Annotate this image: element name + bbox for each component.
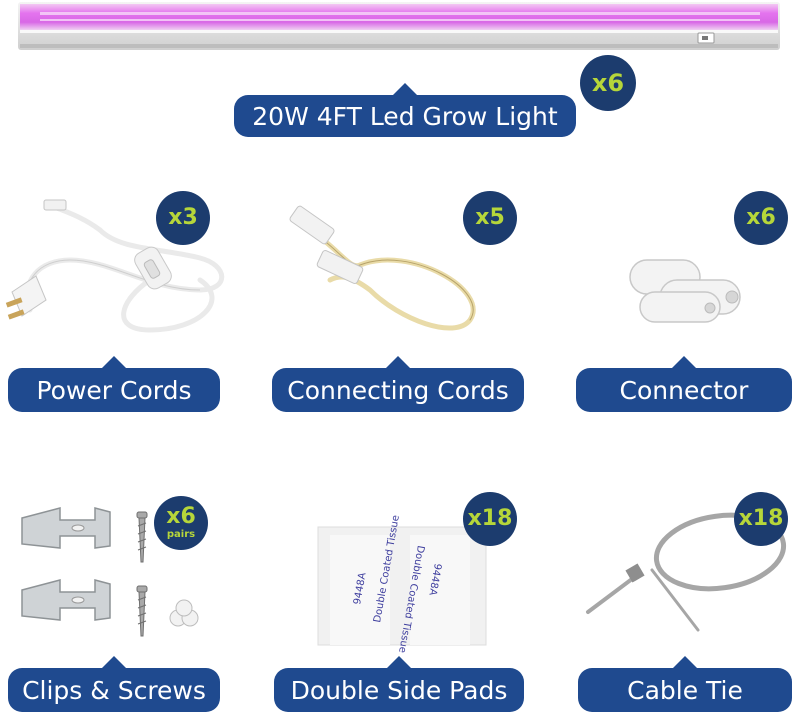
connector-image: [629, 259, 741, 323]
main-product-qty-badge: x6: [580, 55, 636, 111]
main-product-qty: x6: [591, 69, 625, 97]
connecting-cords-label-text: Connecting Cords: [287, 375, 509, 405]
connector-qty-badge: x6: [734, 191, 788, 245]
connecting-cords-qty-badge: x5: [463, 191, 517, 245]
connecting-cord-image: [289, 205, 476, 331]
connecting-cords-label: Connecting Cords: [272, 356, 524, 412]
main-product-label-text: 20W 4FT Led Grow Light: [252, 101, 558, 131]
led-grow-light-bar-image: [18, 2, 780, 50]
power-cord-image: [5, 199, 225, 333]
connector-label: Connector: [576, 356, 792, 412]
power-cords-qty: x3: [168, 205, 198, 230]
clips-screws-label: Clips & Screws: [8, 656, 220, 712]
double-side-pads-label-text: Double Side Pads: [290, 675, 508, 705]
cable-tie-label: Cable Tie: [578, 656, 792, 712]
main-product-label: 20W 4FT Led Grow Light: [234, 83, 576, 137]
connector-label-text: Connector: [619, 375, 749, 405]
cable-tie-qty: x18: [738, 506, 784, 531]
double-side-pads-qty: x18: [467, 506, 513, 531]
cable-tie-image: [586, 512, 787, 632]
power-cords-label-text: Power Cords: [36, 375, 192, 405]
double-side-pads-image: 9448A Double Coated Tissue 9448A Double …: [317, 514, 487, 654]
clips-screws-label-text: Clips & Screws: [22, 675, 206, 705]
cable-tie-qty-badge: x18: [734, 492, 788, 546]
connecting-cords-qty: x5: [475, 205, 505, 230]
clips-screws-qty: x6: [166, 504, 196, 529]
clips-and-screws-image: [21, 507, 199, 637]
clips-screws-qty-badge: x6 pairs: [154, 496, 208, 550]
double-side-pads-qty-badge: x18: [463, 492, 517, 546]
connector-qty: x6: [746, 205, 776, 230]
power-cords-label: Power Cords: [8, 356, 220, 412]
double-side-pads-label: Double Side Pads: [274, 656, 524, 712]
cable-tie-label-text: Cable Tie: [627, 675, 743, 705]
power-cords-qty-badge: x3: [156, 191, 210, 245]
clips-screws-qty-unit: pairs: [166, 529, 196, 540]
